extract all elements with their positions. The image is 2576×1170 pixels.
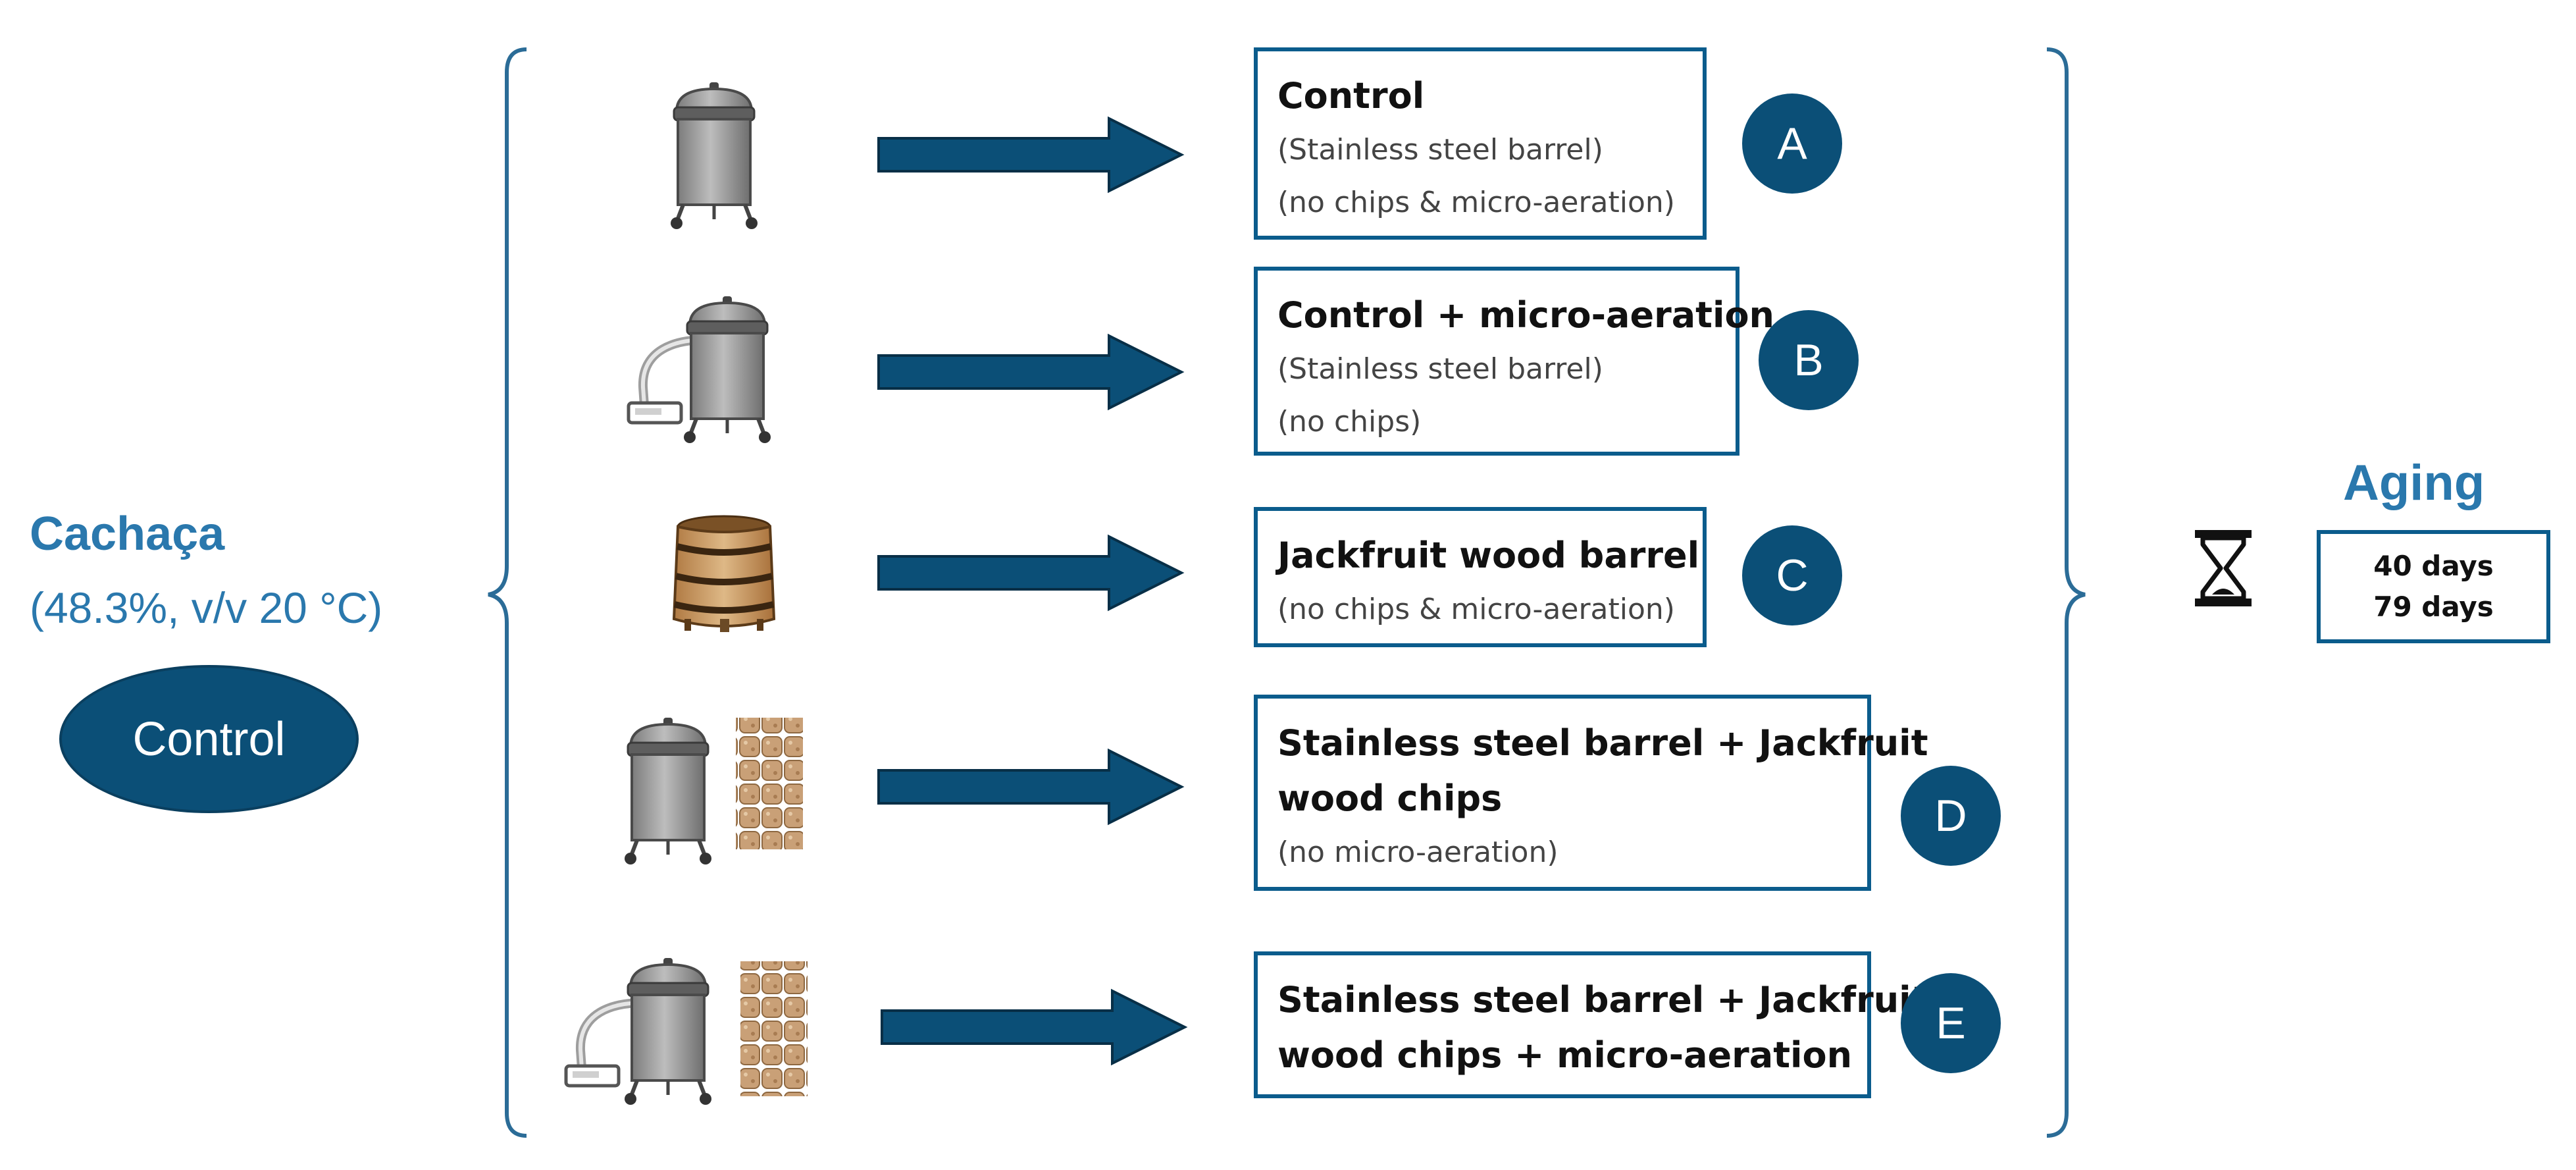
- left-curly-bracket: [488, 47, 527, 1138]
- treatment-a-line-2: (Stainless steel barrel): [1277, 133, 1603, 167]
- stainless-steel-barrel-icon: [625, 958, 711, 1105]
- wood-chips-icon: [736, 718, 803, 849]
- treatment-e-line-1: Stainless steel barrel + Jackfruit: [1277, 979, 1928, 1021]
- source-concentration: (48.3%, v/v 20 °C): [30, 583, 383, 632]
- treatment-b-line-3: (no chips): [1277, 405, 1422, 439]
- wooden-barrel-icon: [672, 515, 776, 632]
- stainless-steel-barrel-icon: [625, 718, 711, 864]
- treatment-a-line-3: (no chips & micro-aeration): [1277, 186, 1675, 219]
- treatment-c-line-1: Jackfruit wood barrel: [1277, 535, 1700, 576]
- aging-period-1: 40 days: [2373, 550, 2494, 582]
- aging-periods-box: 40 days 79 days: [2317, 530, 2550, 643]
- stainless-steel-barrel-icon: [671, 82, 758, 229]
- aging-title: Aging: [2343, 455, 2485, 511]
- arrow-icon: [881, 990, 1186, 1065]
- treatment-e-box: Stainless steel barrel + Jackfruit wood …: [1254, 951, 1928, 1098]
- treatment-b-badge: B: [1759, 310, 1859, 410]
- arrow-icon: [877, 749, 1183, 824]
- treatment-a-line-1: Control: [1277, 75, 1425, 117]
- stainless-steel-barrel-icon: [684, 296, 771, 443]
- treatment-a-badge: A: [1742, 93, 1842, 194]
- arrow-icon: [877, 117, 1183, 192]
- treatment-b-box: Control + micro-aeration (Stainless stee…: [1254, 267, 1774, 456]
- treatment-b-line-2: (Stainless steel barrel): [1277, 352, 1603, 386]
- source-title: Cachaça: [30, 508, 225, 560]
- arrow-icon: [877, 334, 1183, 410]
- treatment-c-line-2: (no chips & micro-aeration): [1277, 593, 1675, 626]
- treatment-b-line-1: Control + micro-aeration: [1277, 294, 1774, 336]
- treatment-d-box: Stainless steel barrel + Jackfruit wood …: [1254, 695, 1928, 891]
- control-label-pill: Control: [59, 665, 359, 813]
- treatment-d-line-2: wood chips: [1277, 778, 1503, 819]
- hourglass-icon: [2195, 530, 2252, 606]
- treatment-d-badge: D: [1901, 766, 2001, 866]
- arrow-icon: [877, 535, 1183, 610]
- treatment-d-line-1: Stainless steel barrel + Jackfruit: [1277, 722, 1928, 764]
- aging-period-2: 79 days: [2373, 591, 2494, 623]
- wood-chips-icon: [740, 961, 808, 1096]
- right-curly-bracket: [2046, 47, 2086, 1138]
- treatment-c-box: Jackfruit wood barrel (no chips & micro-…: [1254, 507, 1707, 647]
- treatment-c-badge: C: [1742, 525, 1842, 625]
- treatment-e-badge: E: [1901, 973, 2001, 1073]
- treatment-d-line-3: (no micro-aeration): [1277, 836, 1558, 869]
- treatment-e-line-2: wood chips + micro-aeration: [1277, 1034, 1853, 1076]
- treatment-a-box: Control (Stainless steel barrel) (no chi…: [1254, 47, 1707, 240]
